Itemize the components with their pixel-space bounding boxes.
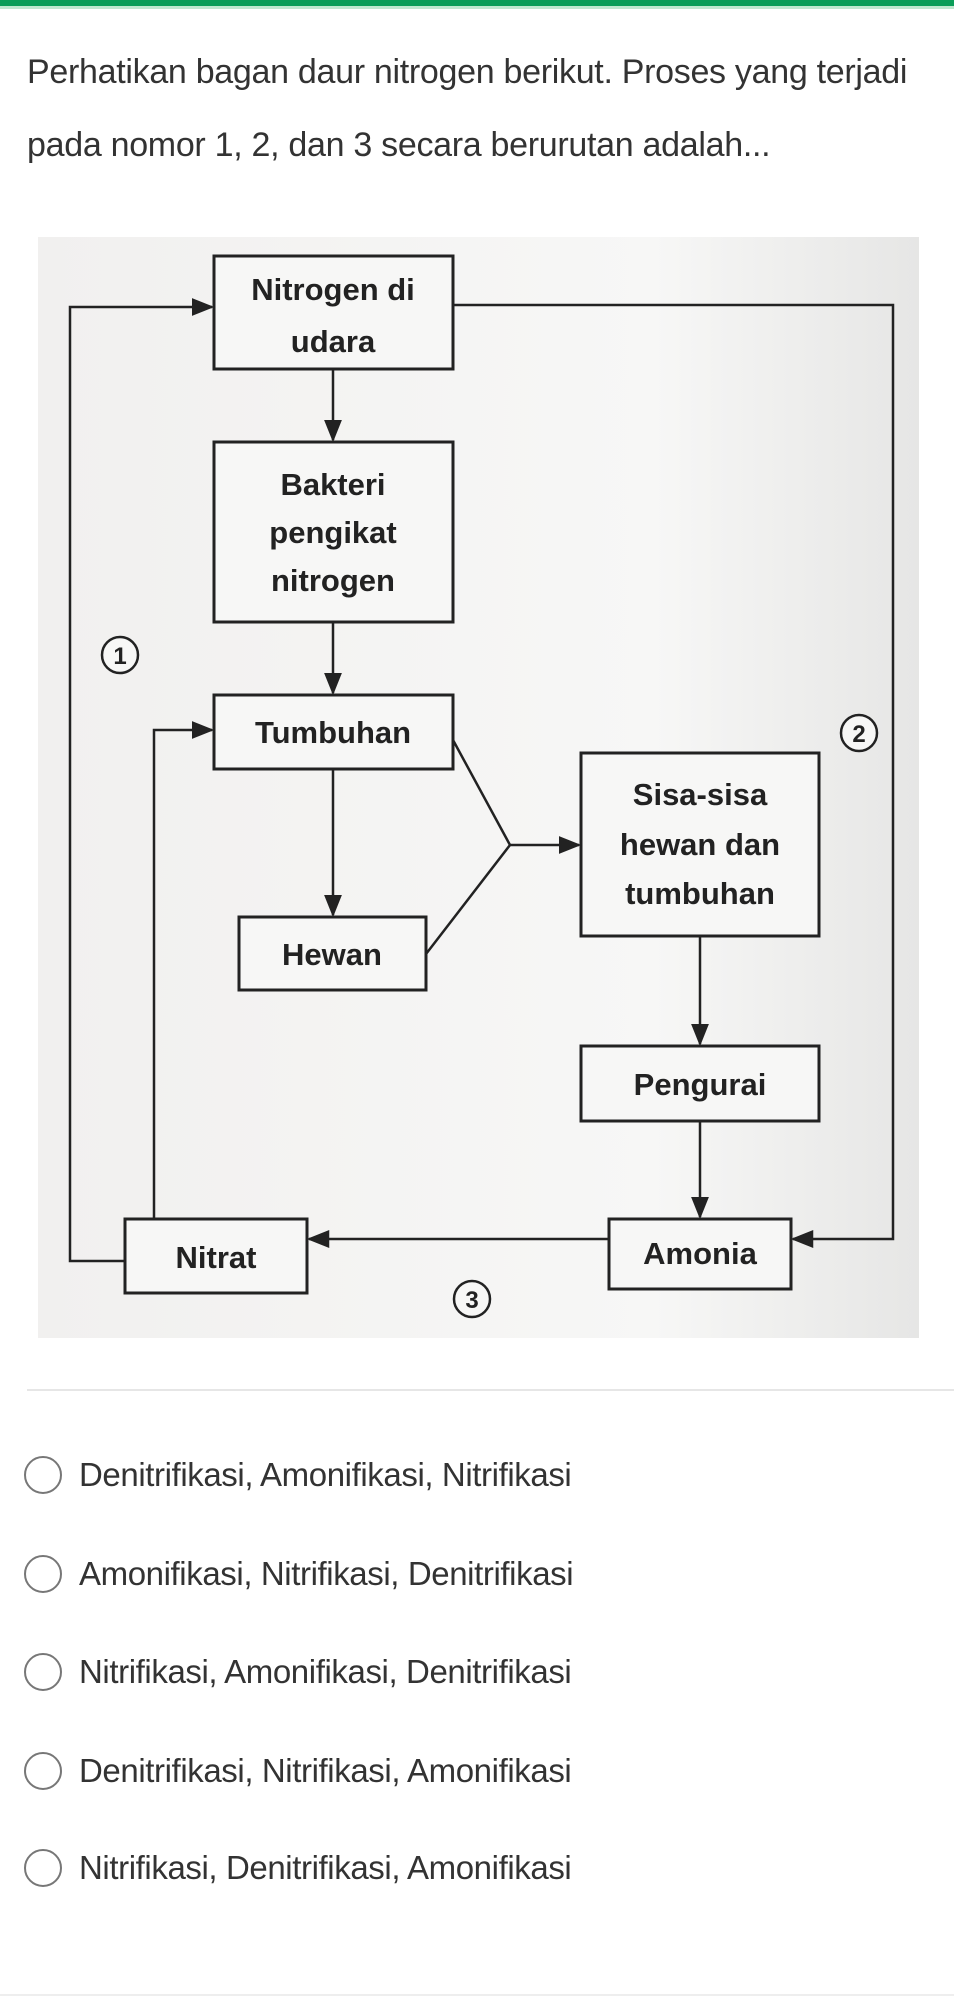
label-nitrogen-2: udara <box>291 324 376 359</box>
option-label: Denitrifikasi, Nitrifikasi, Amonifikasi <box>79 1752 572 1789</box>
box-hewan <box>237 915 428 992</box>
box-amonia <box>607 1217 793 1291</box>
label-bakteri-2: pengikat <box>269 515 396 550</box>
label-sisa-3: tumbuhan <box>625 876 775 911</box>
label-hewan: Hewan <box>282 937 382 972</box>
divider <box>27 1389 954 1391</box>
arrow-nitrogen-to-amonia <box>453 303 895 1248</box>
answer-option-2[interactable]: Amonifikasi, Nitrifikasi, Denitrifikasi <box>24 1549 574 1599</box>
box-nitrogen <box>212 254 455 371</box>
label-pengurai: Pengurai <box>634 1067 767 1102</box>
box-nitrat <box>123 1217 309 1295</box>
label-sisa-2: hewan dan <box>620 827 780 862</box>
answer-option-1[interactable]: Denitrifikasi, Amonifikasi, Nitrifikasi <box>24 1450 572 1500</box>
box-tumbuhan <box>212 693 455 771</box>
radio-button[interactable] <box>24 1555 62 1593</box>
answer-option-5[interactable]: Nitrifikasi, Denitrifikasi, Amonifikasi <box>24 1843 572 1893</box>
radio-button[interactable] <box>24 1653 62 1691</box>
label-amonia: Amonia <box>643 1236 757 1271</box>
marker-3-circle <box>452 1279 492 1319</box>
top-accent-bar-shadow <box>0 6 954 9</box>
marker-2-circle <box>839 713 879 753</box>
label-bakteri-3: nitrogen <box>271 563 395 598</box>
box-pengurai <box>579 1044 821 1123</box>
option-label: Nitrifikasi, Amonifikasi, Denitrifikasi <box>79 1653 572 1690</box>
label-bakteri-1: Bakteri <box>280 467 385 502</box>
option-label: Denitrifikasi, Amonifikasi, Nitrifikasi <box>79 1456 572 1493</box>
label-tumbuhan: Tumbuhan <box>255 715 411 750</box>
answer-option-3[interactable]: Nitrifikasi, Amonifikasi, Denitrifikasi <box>24 1647 572 1697</box>
label-nitrogen-1: Nitrogen di <box>251 272 415 307</box>
marker-1-circle <box>100 635 140 675</box>
option-label: Amonifikasi, Nitrifikasi, Denitrifikasi <box>79 1555 574 1592</box>
radio-button[interactable] <box>24 1456 62 1494</box>
nitrogen-cycle-diagram: Nitrogen di udara Bakteri pengikat nitro… <box>38 237 919 1338</box>
question-text: Perhatikan bagan daur nitrogen berikut. … <box>27 53 908 164</box>
label-nitrat: Nitrat <box>176 1240 257 1275</box>
option-label: Nitrifikasi, Denitrifikasi, Amonifikasi <box>79 1849 572 1886</box>
marker-2: 2 <box>852 721 865 748</box>
box-sisa <box>579 751 821 938</box>
label-sisa-1: Sisa-sisa <box>633 777 768 812</box>
bottom-divider <box>0 1994 954 1996</box>
box-bakteri <box>212 440 455 624</box>
answer-option-4[interactable]: Denitrifikasi, Nitrifikasi, Amonifikasi <box>24 1746 572 1796</box>
radio-button[interactable] <box>24 1849 62 1887</box>
arrow-nitrat-to-nitrogen <box>68 298 215 1263</box>
marker-3: 3 <box>465 1287 478 1314</box>
arrow-nitrat-to-tumbuhan <box>152 721 215 1219</box>
top-accent-bar <box>0 0 954 6</box>
radio-button[interactable] <box>24 1752 62 1790</box>
marker-1: 1 <box>113 643 126 670</box>
